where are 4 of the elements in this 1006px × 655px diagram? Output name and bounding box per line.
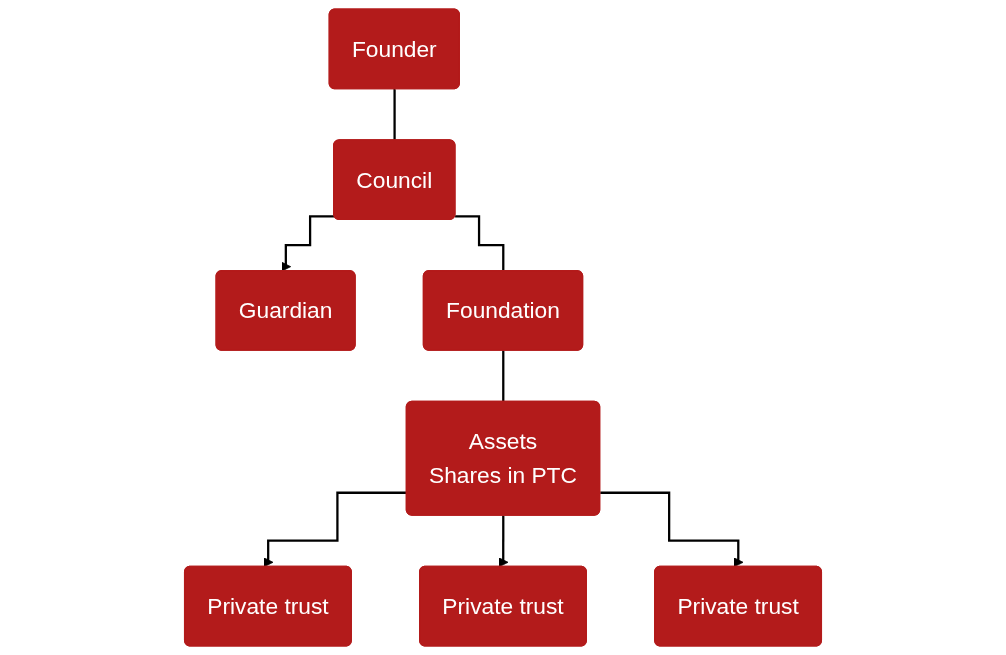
arrow — [281, 215, 335, 272]
arrow — [263, 491, 407, 568]
arrow — [600, 491, 744, 568]
arrow — [498, 514, 509, 568]
